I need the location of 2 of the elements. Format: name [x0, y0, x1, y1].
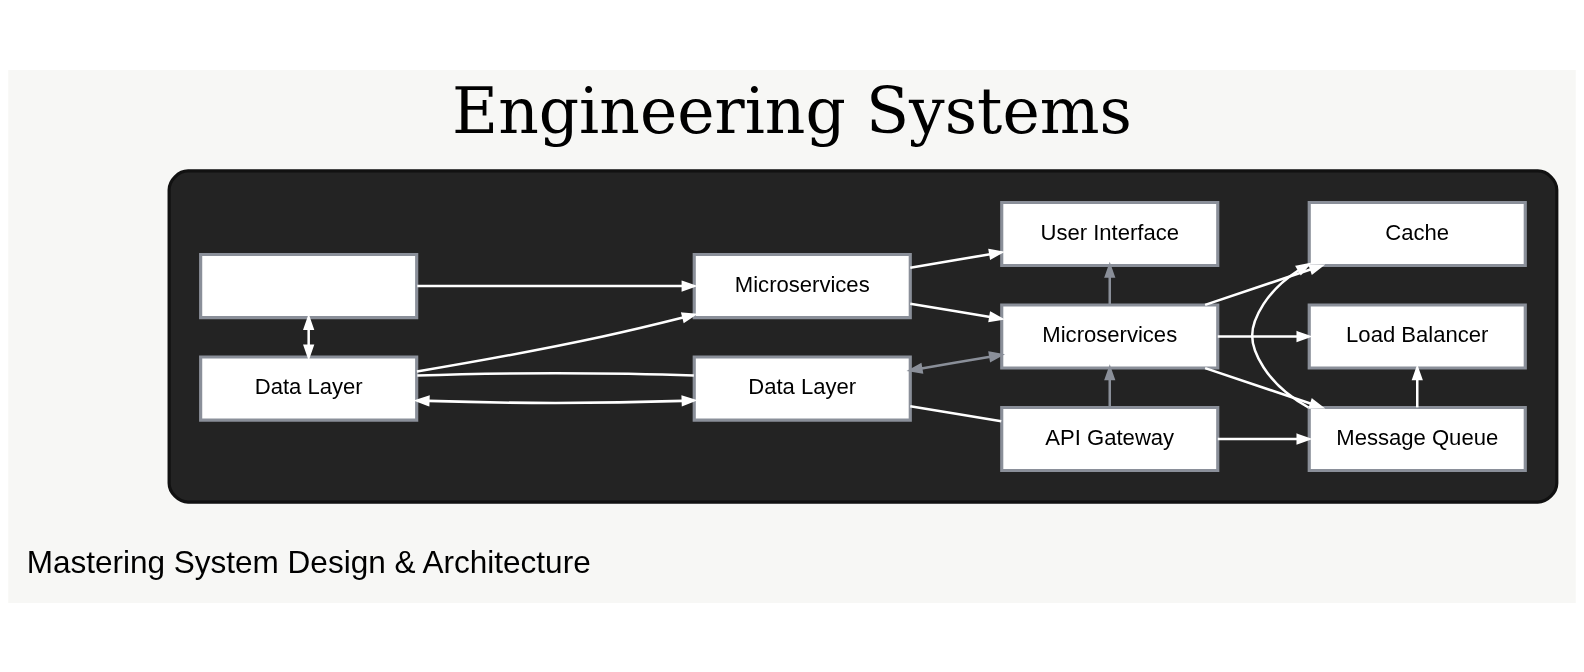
label: Mastering System Design & Architecture: [26, 543, 591, 580]
diagram-title: Engineering Systems: [452, 73, 1132, 148]
